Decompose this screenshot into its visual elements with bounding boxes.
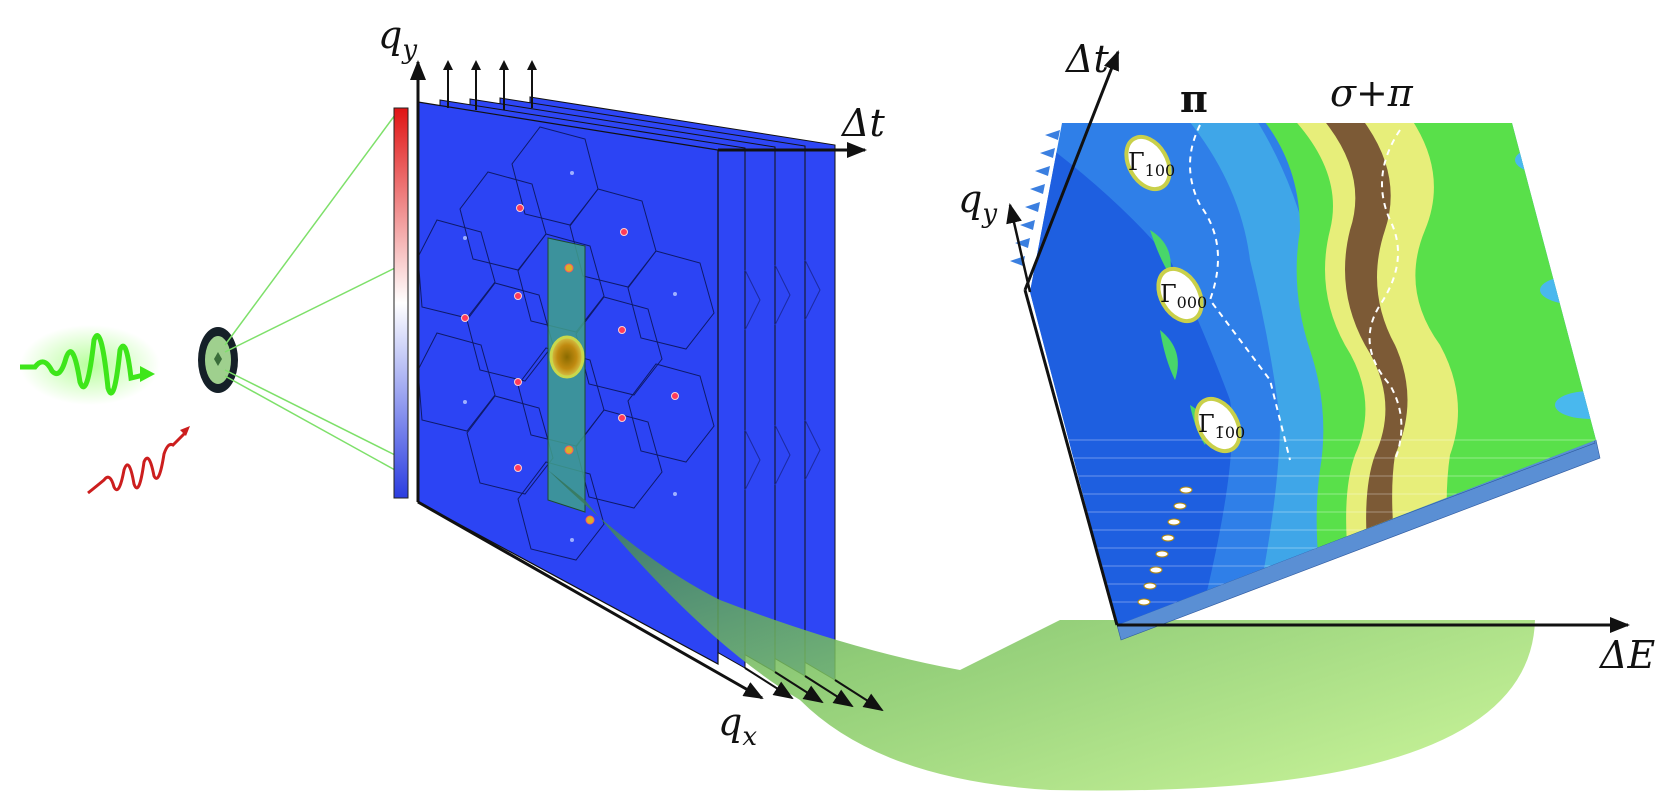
colorbar: [393, 107, 409, 499]
probe-pulse: [87, 430, 188, 495]
left-axes: [410, 60, 884, 712]
probe-pulse-arrowhead: [180, 426, 190, 436]
gamma-label-bar100: Γ1̄00: [1198, 410, 1245, 442]
axis-dt-right: Δt: [1064, 37, 1109, 81]
band-label-pi: π: [1180, 76, 1208, 121]
pump-pulse: [20, 332, 149, 396]
gamma-label-100: Γ100: [1128, 148, 1175, 180]
sample-spot: [214, 352, 222, 366]
axis-qx: qx: [718, 700, 757, 752]
pump-pulse-arrowhead: [140, 366, 155, 382]
right-axes: [1006, 50, 1630, 633]
band-label-sigma-pi: σ+π: [1330, 71, 1414, 115]
diffracted-beams: [224, 114, 396, 471]
axis-dt-left: Δt: [840, 101, 885, 145]
projection-band: [548, 470, 1535, 791]
axis-qy-right: qy: [958, 177, 997, 229]
gamma-label-000: Γ000: [1160, 280, 1207, 312]
brillouin-zone-grid: [417, 126, 715, 561]
axis-qy-left: qy: [378, 13, 417, 65]
bragg-peaks: [461, 171, 679, 542]
energy-map-stack: [1010, 123, 1601, 641]
axis-de: ΔE: [1598, 633, 1655, 677]
